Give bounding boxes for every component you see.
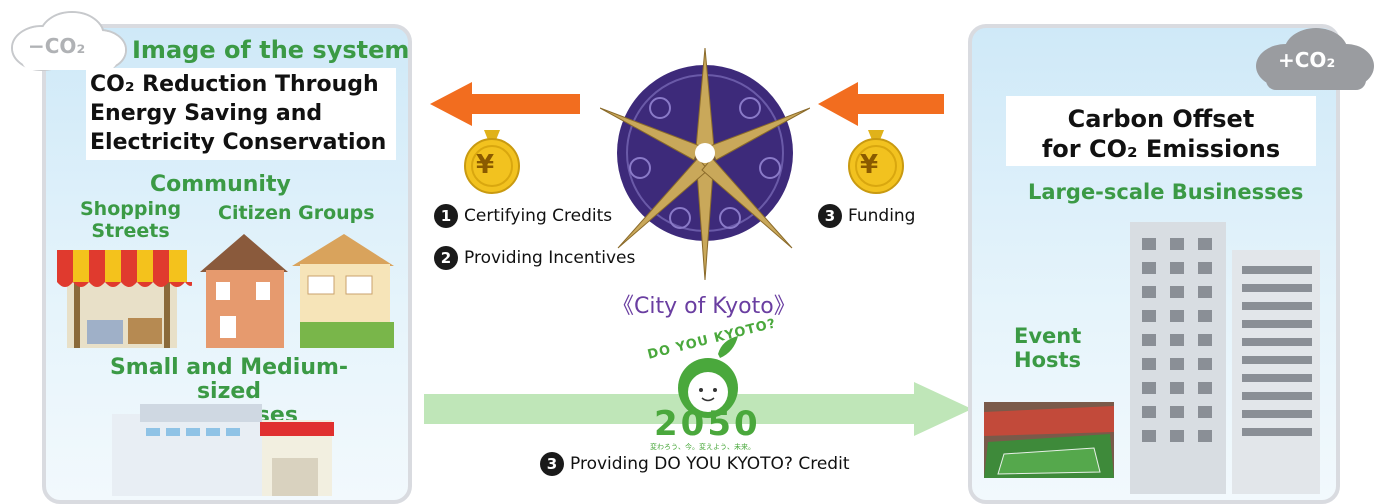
step-providing-incentives: 2 Providing Incentives bbox=[434, 246, 635, 270]
shopping-line-2: Streets bbox=[91, 220, 170, 242]
step-2-label: Providing Incentives bbox=[464, 248, 636, 268]
community-label: Community bbox=[150, 172, 291, 197]
subtitle-line-1: CO₂ Reduction Through bbox=[90, 72, 379, 97]
do-you-kyoto-logo bbox=[678, 336, 738, 418]
houses-icon bbox=[200, 234, 394, 348]
subtitle-line-2: Energy Saving and bbox=[90, 101, 323, 126]
citizen-groups-label: Citizen Groups bbox=[218, 202, 375, 224]
minus-co2-label: −CO₂ bbox=[28, 34, 86, 58]
smb-line-1: Small and Medium-sized bbox=[109, 355, 349, 404]
business-buildings-icon bbox=[112, 404, 334, 496]
logo-year: 2050 bbox=[654, 404, 761, 444]
step-3-funding-label: Funding bbox=[848, 206, 916, 226]
large-buildings-icon bbox=[1130, 222, 1320, 494]
yen-symbol-right: ¥ bbox=[860, 150, 879, 180]
carbon-offset-line-1: Carbon Offset bbox=[1067, 105, 1255, 133]
yen-coin-right-icon bbox=[848, 130, 904, 194]
subtitle-box bbox=[86, 68, 396, 160]
logo-small-text: 変わろう、今。変えよう、未来。 bbox=[650, 443, 755, 451]
plus-co2-label: +CO₂ bbox=[1278, 48, 1336, 72]
minus-co2-cloud-icon bbox=[11, 11, 127, 71]
carbon-offset-line-2: for CO₂ Emissions bbox=[1041, 135, 1281, 163]
step-2-number-icon: 2 bbox=[434, 246, 458, 270]
step-1-number-icon: 1 bbox=[434, 204, 458, 228]
carbon-offset-title: Carbon Offset for CO₂ Emissions bbox=[1006, 104, 1316, 164]
plus-co2-cloud-icon bbox=[1256, 28, 1374, 90]
shopping-line-1: Shopping bbox=[80, 198, 182, 220]
step-providing-credit: 3 Providing DO YOU KYOTO? Credit bbox=[540, 452, 850, 476]
step-certifying-credits: 1 Certifying Credits bbox=[434, 204, 612, 228]
reduction-subtitle: CO₂ Reduction Through Energy Saving and … bbox=[90, 70, 386, 157]
step-3-credit-number-icon: 3 bbox=[540, 452, 564, 476]
step-3-number-icon: 3 bbox=[818, 204, 842, 228]
event-hosts-line-2: Hosts bbox=[1014, 348, 1082, 372]
left-orange-arrow bbox=[430, 82, 580, 126]
right-orange-arrow bbox=[818, 82, 944, 126]
subtitle-line-3: Electricity Conservation bbox=[90, 130, 387, 155]
stadium-icon bbox=[984, 402, 1114, 478]
city-of-kyoto-emblem bbox=[600, 48, 810, 280]
event-hosts-label: Event Hosts bbox=[1014, 324, 1081, 372]
event-hosts-line-1: Event bbox=[1014, 324, 1082, 348]
market-stall-icon bbox=[57, 250, 192, 348]
step-3-credit-label: Providing DO YOU KYOTO? Credit bbox=[570, 454, 850, 474]
shopping-streets-label: Shopping Streets bbox=[80, 198, 181, 242]
city-of-kyoto-label: 《City of Kyoto》 bbox=[612, 294, 796, 319]
step-1-label: Certifying Credits bbox=[464, 206, 613, 226]
carbon-offset-box bbox=[1006, 96, 1316, 166]
yen-symbol-left: ¥ bbox=[476, 150, 495, 180]
large-business-label: Large-scale Businesses bbox=[1028, 180, 1304, 204]
system-title: Image of the system bbox=[132, 36, 410, 64]
step-funding: 3 Funding bbox=[818, 204, 915, 228]
yen-coin-left-icon bbox=[464, 130, 520, 194]
